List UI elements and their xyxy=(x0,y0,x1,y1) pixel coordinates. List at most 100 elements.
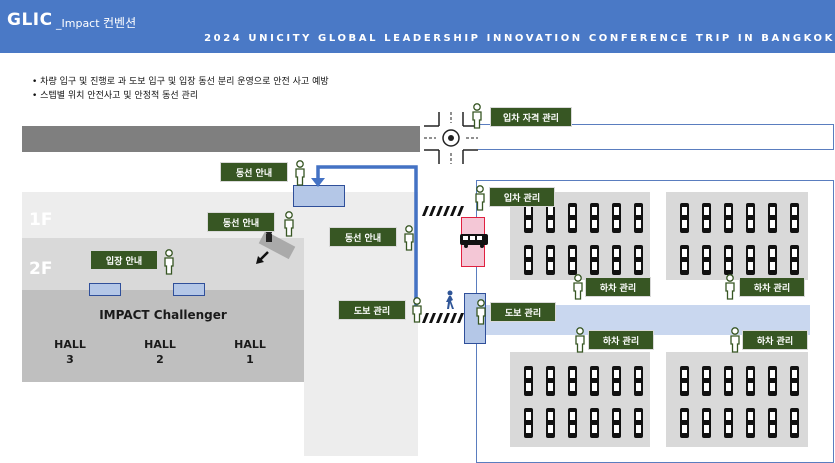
bus-icon xyxy=(680,408,689,438)
pedestrian-icon xyxy=(446,290,454,309)
logo: GLIC xyxy=(7,10,53,30)
logo-sub: _Impact xyxy=(56,17,100,30)
bus-icon xyxy=(790,366,799,396)
person-icon xyxy=(295,160,305,186)
bus-icon xyxy=(546,245,555,275)
person-icon xyxy=(575,327,585,353)
bus-icon xyxy=(634,203,643,233)
bus-icon xyxy=(546,203,555,233)
label-route-guide-mid: 동선 안내 xyxy=(329,227,397,247)
bus-icon xyxy=(768,245,777,275)
bus-icon xyxy=(612,245,621,275)
hall-3-number: 3 xyxy=(66,353,74,366)
floor-label-2f: 2F xyxy=(29,259,53,279)
bus-icon xyxy=(746,366,755,396)
bus-icon xyxy=(746,408,755,438)
person-icon xyxy=(730,327,740,353)
bus-icon xyxy=(790,245,799,275)
person-icon xyxy=(472,103,482,129)
bullet-1: • 차량 입구 및 진행로 과 도보 입구 및 입장 동선 분리 운영으로 안전… xyxy=(32,77,329,87)
label-vehicle-entry-qualification: 입차 자격 관리 xyxy=(490,107,572,127)
label-dropoff-2: 하차 관리 xyxy=(739,277,805,297)
hall-1-name: HALL xyxy=(234,338,266,351)
bus-icon xyxy=(680,245,689,275)
bus-icon xyxy=(590,366,599,396)
floor-label-1f: 1F xyxy=(29,210,53,230)
bus-icon xyxy=(568,408,577,438)
bus-icon xyxy=(524,203,533,233)
person-icon xyxy=(412,297,422,323)
bus-icon xyxy=(524,408,533,438)
person-icon xyxy=(164,249,174,275)
bus-icon xyxy=(790,408,799,438)
label-route-guide-escalator: 동선 안내 xyxy=(207,212,275,232)
person-icon xyxy=(573,274,583,300)
label-entrance-guide: 입장 안내 xyxy=(90,250,158,270)
entry-road xyxy=(476,124,834,150)
bus-icon xyxy=(746,245,755,275)
hall-door-right xyxy=(173,283,205,296)
hall-area xyxy=(22,290,304,382)
bus-icon xyxy=(724,203,733,233)
bus-icon xyxy=(546,408,555,438)
hall-2-name: HALL xyxy=(144,338,176,351)
label-dropoff-4: 하차 관리 xyxy=(742,330,808,350)
bus-icon xyxy=(590,203,599,233)
route-line xyxy=(311,165,418,312)
bus-icon xyxy=(612,408,621,438)
person-icon xyxy=(475,185,485,211)
bus-icon xyxy=(680,366,689,396)
label-dropoff-1: 하차 관리 xyxy=(585,277,651,297)
bus-icon xyxy=(768,366,777,396)
road xyxy=(22,126,420,152)
bus-icon xyxy=(746,203,755,233)
venue-title: IMPACT Challenger xyxy=(99,308,227,322)
person-icon xyxy=(404,225,414,251)
crosswalk-icon-bottom xyxy=(422,313,464,323)
crosswalk-icon-top xyxy=(422,206,464,216)
bus-icon xyxy=(768,408,777,438)
hall-2-number: 2 xyxy=(156,353,164,366)
label-dropoff-3: 하차 관리 xyxy=(588,330,654,350)
label-route-guide-top: 동선 안내 xyxy=(220,162,288,182)
bus-icon xyxy=(634,245,643,275)
header-bar xyxy=(0,0,835,53)
logo-korean: 컨벤션 xyxy=(103,16,137,30)
bus-icon xyxy=(724,408,733,438)
bus-icon xyxy=(612,203,621,233)
bus-icon xyxy=(702,408,711,438)
person-icon xyxy=(725,274,735,300)
bus-icon xyxy=(612,366,621,396)
bus-icon xyxy=(590,408,599,438)
bus-icon xyxy=(680,203,689,233)
bus-icon xyxy=(546,366,555,396)
bus-icon xyxy=(568,366,577,396)
hall-1-number: 1 xyxy=(246,353,254,366)
bus-icon-gate xyxy=(460,234,488,248)
bullet-2: • 스텝별 위치 안전사고 및 안정적 동선 관리 xyxy=(32,91,199,101)
bus-icon xyxy=(524,245,533,275)
bus-icon xyxy=(568,245,577,275)
hall-3-name: HALL xyxy=(54,338,86,351)
bus-icon xyxy=(590,245,599,275)
bus-icon xyxy=(634,366,643,396)
bus-icon xyxy=(702,203,711,233)
bus-icon xyxy=(724,366,733,396)
bus-icon xyxy=(768,203,777,233)
label-walk-manage-right: 도보 관리 xyxy=(490,302,556,322)
person-icon xyxy=(476,299,486,325)
bus-icon xyxy=(724,245,733,275)
bus-icon xyxy=(524,366,533,396)
bus-icon xyxy=(634,408,643,438)
page-title: 2024 UNICITY GLOBAL LEADERSHIP INNOVATIO… xyxy=(204,33,835,44)
bus-bay-bottom-left xyxy=(510,352,650,447)
bus-icon xyxy=(568,203,577,233)
label-walk-manage-left: 도보 관리 xyxy=(338,300,406,320)
bus-bay-top-right xyxy=(666,192,808,280)
person-icon xyxy=(284,211,294,237)
bus-bay-bottom-right xyxy=(666,352,808,447)
bus-icon xyxy=(702,245,711,275)
bus-icon xyxy=(702,366,711,396)
floor-2-area xyxy=(22,238,304,290)
bus-icon xyxy=(790,203,799,233)
